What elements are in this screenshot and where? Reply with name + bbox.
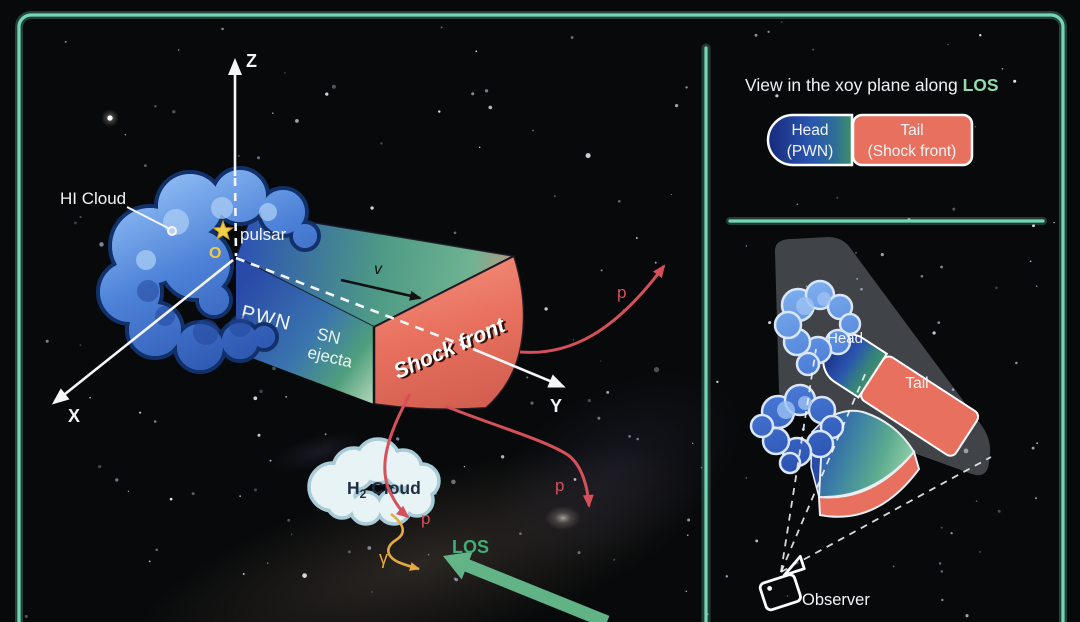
sight-line-3 <box>780 456 992 573</box>
projection-cloud-upper <box>773 279 862 377</box>
sight-lines <box>780 348 992 573</box>
y-axis-hidden <box>235 256 474 351</box>
observer-label: Observer <box>802 591 870 609</box>
sight-line-1 <box>780 348 817 573</box>
gamma-arrow <box>387 512 420 571</box>
hi-cloud-leader-dot <box>167 226 177 236</box>
proton-arrow-lower-right <box>444 404 594 508</box>
velocity-arrow <box>340 278 422 301</box>
proton-label-1: p <box>617 283 626 302</box>
xoy-view-title: View in the xoy plane along LOS <box>745 75 999 95</box>
y-axis <box>472 347 566 388</box>
pulsar-star-icon <box>212 219 234 241</box>
los-arrow <box>443 551 610 622</box>
capsule-head-label-2: (PWN) <box>787 143 834 160</box>
capsule-head <box>766 113 854 167</box>
h2-cloud-label: H2 Cloud <box>347 478 421 501</box>
h2-cloud <box>307 437 441 526</box>
sight-line-2 <box>780 371 867 573</box>
proton-label-2: p <box>421 509 430 528</box>
origin-label: O <box>209 245 221 262</box>
observer-camera-icon <box>758 554 806 612</box>
proton-label-3: p <box>555 476 564 495</box>
velocity-label: v <box>374 261 383 278</box>
hi-cloud-label: HI Cloud <box>60 189 126 208</box>
mini-wedge-rim <box>817 449 921 518</box>
projected-head-label: Head <box>827 330 863 347</box>
proton-arrow-lower-left <box>383 393 412 519</box>
capsule-head-label-1: Head <box>791 122 828 139</box>
projection-cloud-lower <box>749 383 845 475</box>
hi-cloud <box>96 166 321 374</box>
frame-border <box>15 11 1067 622</box>
galaxy-blob <box>545 506 581 530</box>
hi-cloud-leader-line <box>126 206 169 229</box>
proton-arrows <box>383 264 666 519</box>
capsule-tail-label-1: Tail <box>900 122 923 139</box>
wedge-front-face <box>236 257 374 404</box>
x-axis-label: X <box>68 406 80 426</box>
pulsar-label: pulsar <box>240 225 287 244</box>
coordinate-axes <box>51 58 566 405</box>
proton-arrow-upper <box>519 264 666 354</box>
z-axis-label: Z <box>246 51 257 71</box>
y-axis-label: Y <box>550 396 562 416</box>
nebula-haze <box>101 109 743 622</box>
capsule-diagram: Head (PWN) Tail (Shock front) <box>766 113 974 167</box>
gamma-label: γ <box>379 548 388 568</box>
los-label: LOS <box>452 537 489 557</box>
projected-tail-label: Tail <box>905 375 928 392</box>
x-axis <box>51 258 234 405</box>
shock-front-face <box>373 254 525 411</box>
capsule-tail-label-2: (Shock front) <box>868 143 957 160</box>
z-axis-hidden <box>233 177 238 257</box>
